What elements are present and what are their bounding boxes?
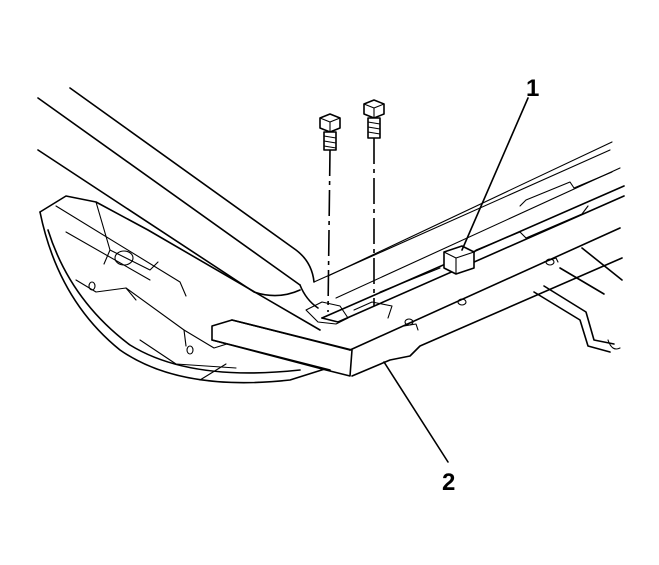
outer-rail [349,227,623,377]
rail-bolt-holes [305,301,393,325]
bolt-right [363,99,385,306]
step-end-cap [211,319,353,377]
callout-1-label: 1 [526,75,539,102]
callout-2: 2 [383,361,455,496]
callout-1: 1 [461,75,539,251]
callout-2-label: 2 [442,469,455,496]
rear-bracket [533,247,623,353]
captive-nut [443,245,475,275]
bolt-left [319,113,341,313]
